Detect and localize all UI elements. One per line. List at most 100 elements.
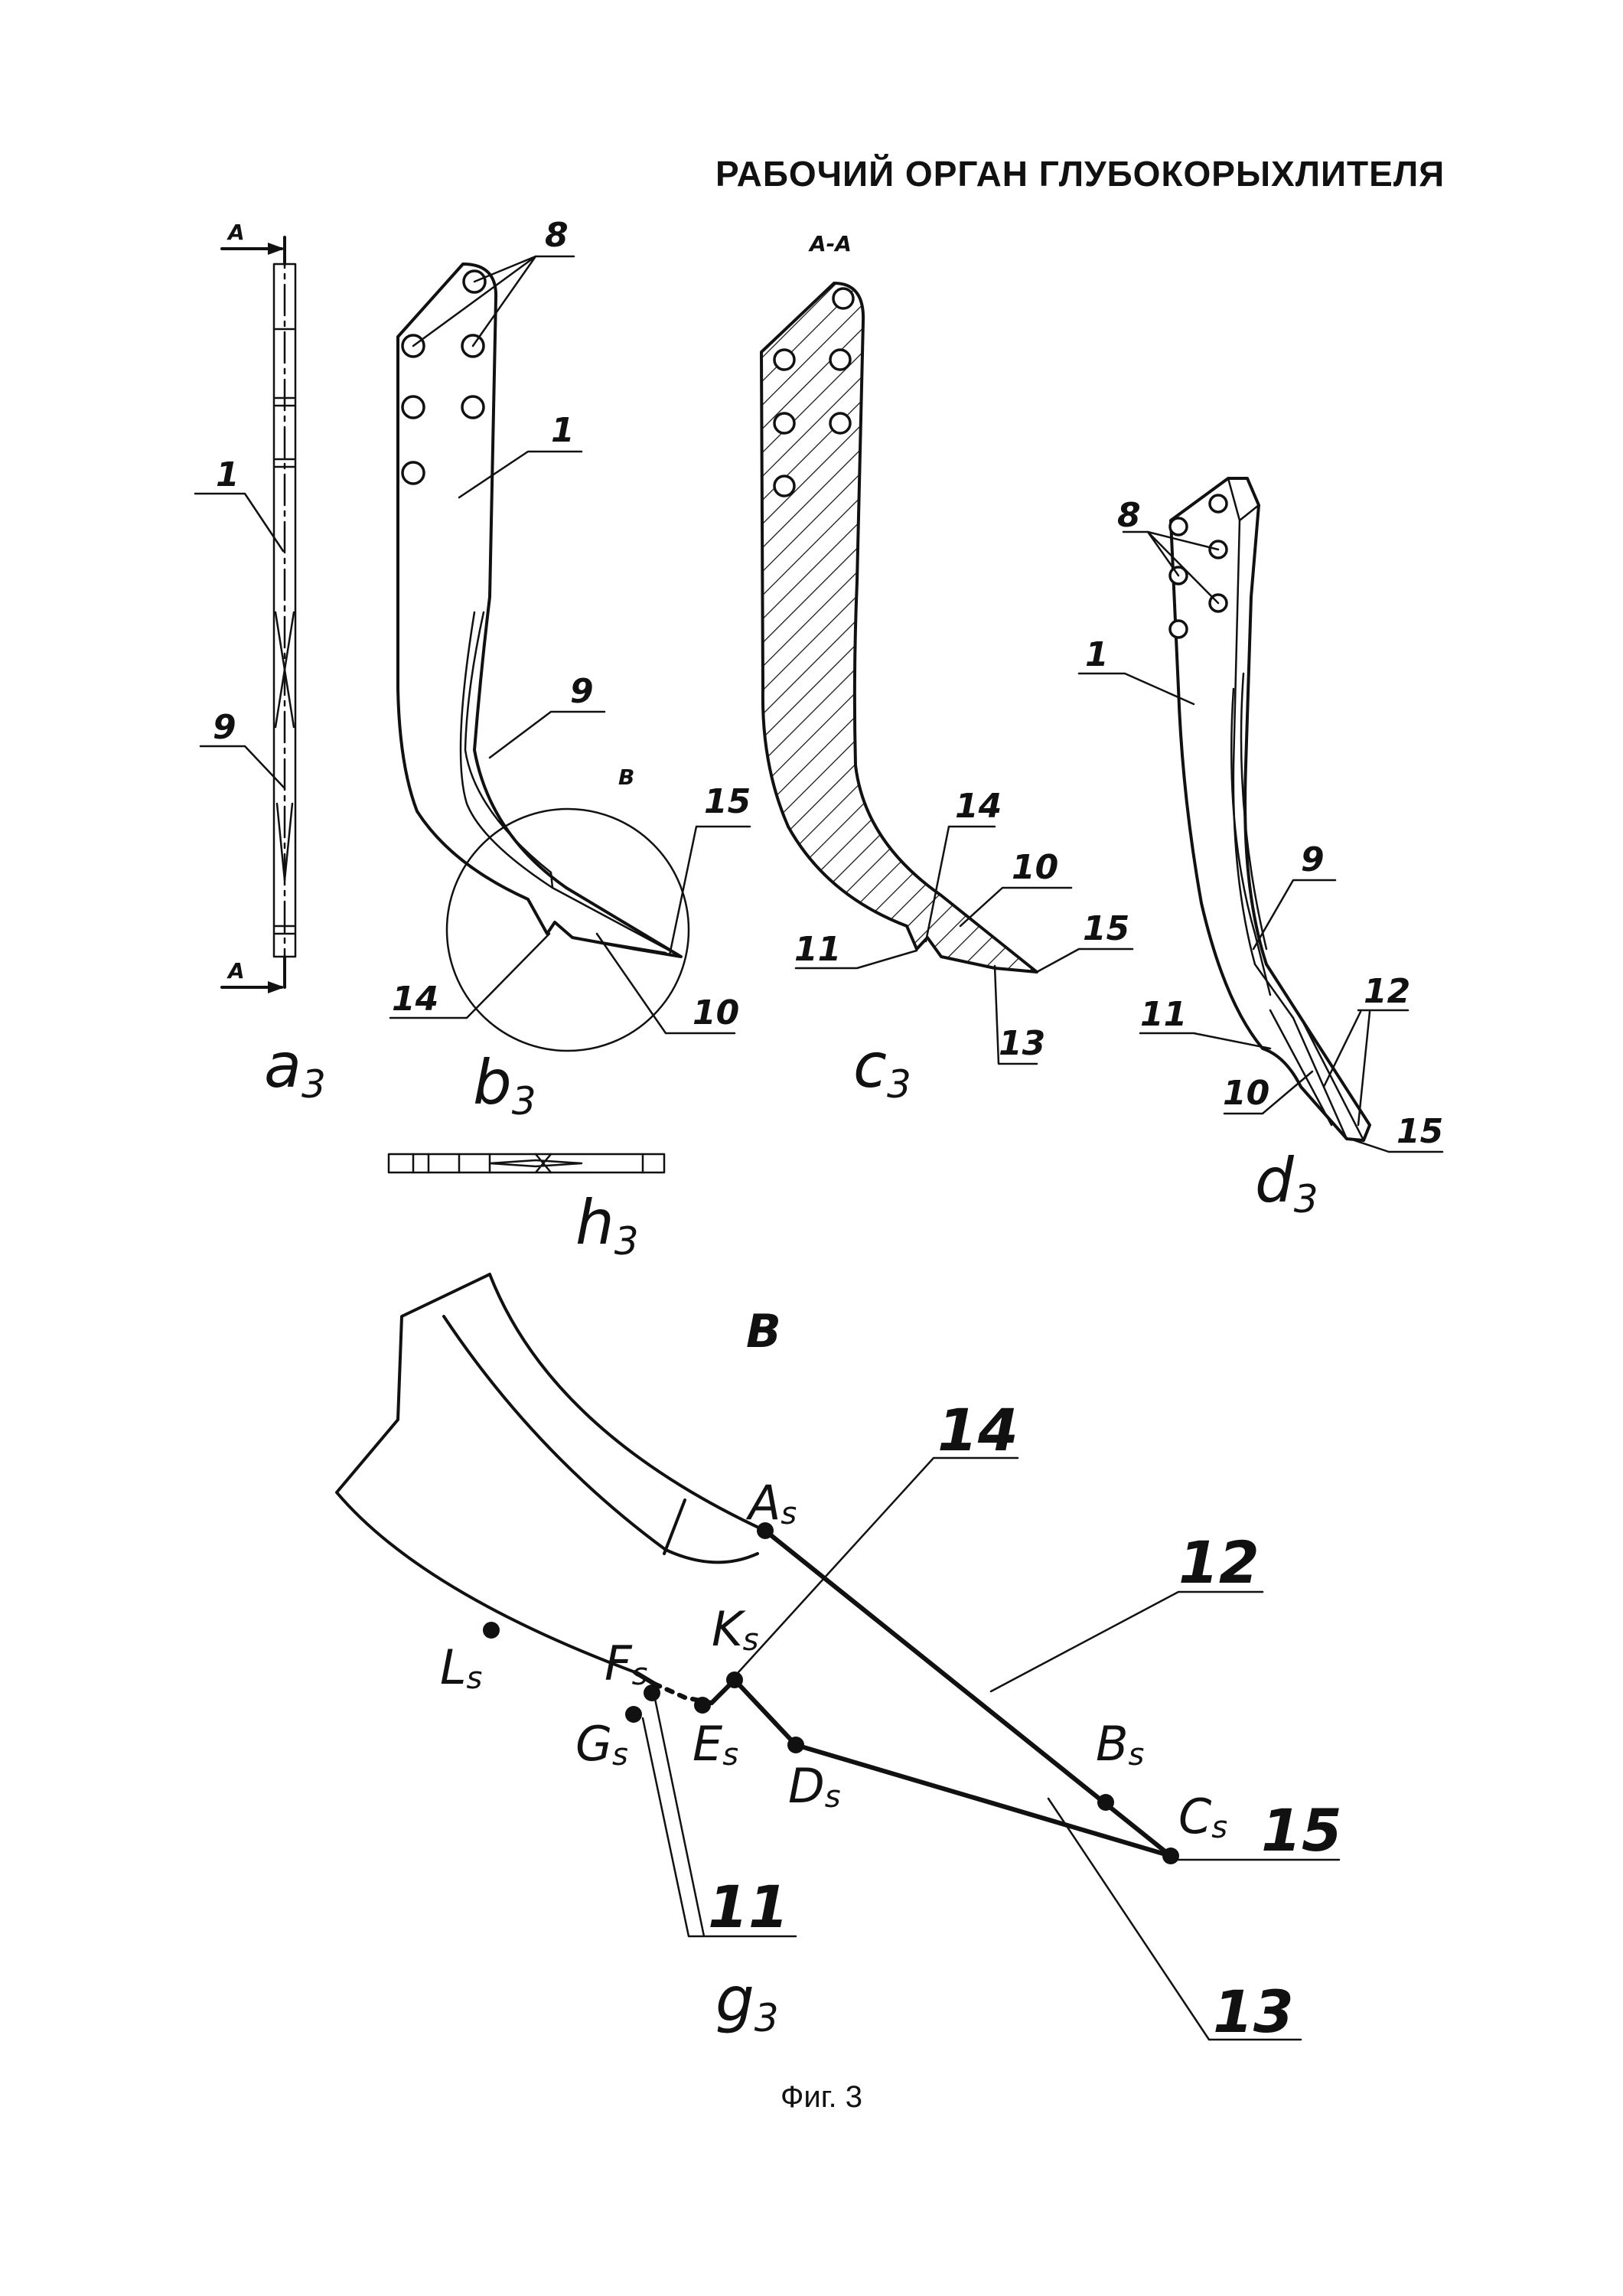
- callout-c-11: 11: [794, 930, 841, 969]
- view-d3: 8 1 9 12 11 10 15 d3: [1077, 477, 1444, 1221]
- detail-outer-curve: [488, 1273, 767, 1532]
- callout-c-15: 15: [1083, 909, 1129, 948]
- label-point-l: Ls: [440, 1639, 482, 1696]
- callout-b-1: 1: [551, 411, 575, 450]
- point-e: [694, 1697, 711, 1714]
- top-view-blade: [488, 1153, 583, 1174]
- hole: [773, 348, 796, 371]
- label-point-d: Ds: [788, 1758, 841, 1815]
- leader-1: [194, 492, 285, 553]
- view-a3: A A 1 9 a3: [194, 220, 326, 1107]
- point-k: [726, 1671, 743, 1688]
- callout-b-10: 10: [693, 993, 739, 1032]
- hole: [832, 287, 855, 310]
- label-point-e: Es: [693, 1716, 738, 1773]
- hole-marks: [274, 328, 295, 935]
- leader-14: [389, 932, 551, 1019]
- callout-d-11: 11: [1140, 995, 1187, 1034]
- callout-d-15: 15: [1396, 1112, 1443, 1151]
- shank-outline: [396, 263, 683, 958]
- shank-outline: [1169, 477, 1371, 1142]
- hole: [773, 475, 796, 497]
- view-label-a: a3: [264, 1030, 326, 1107]
- detail-outline-left: [335, 1273, 637, 1674]
- detail-circle-b: [445, 807, 690, 1052]
- leader-12: [1322, 1009, 1410, 1127]
- view-c3: A-A 14 10 11 15 13 c3: [760, 231, 1134, 1107]
- arrowhead-top: [268, 243, 285, 255]
- callout-b-14: 14: [392, 980, 438, 1019]
- section-mark-a-top: A: [227, 220, 245, 245]
- hole: [1168, 619, 1188, 639]
- callout-g-15: 15: [1261, 1796, 1342, 1864]
- label-point-c: Cs: [1178, 1789, 1227, 1845]
- leader-10: [1223, 1070, 1314, 1115]
- chisel-bevel: [551, 886, 683, 958]
- leader-1: [458, 450, 583, 499]
- detail-b-g3: B As Bs Cs Ds Es Fs Gs Ks Ls 14 12: [335, 1273, 1342, 2046]
- callout-a-9: 9: [213, 708, 236, 747]
- detail-inner-curve: [442, 1315, 759, 1564]
- hole: [401, 395, 425, 419]
- view-label-g: g3: [715, 1964, 779, 2040]
- edge-L-G: [633, 1670, 657, 1686]
- view-label-c: c3: [853, 1030, 911, 1107]
- edge-E-K-D-C: [709, 1678, 1173, 1858]
- shank-edges: [1227, 477, 1295, 1019]
- point-b: [1097, 1794, 1114, 1811]
- leader-1: [1077, 672, 1195, 706]
- label-point-k: Ks: [712, 1601, 759, 1658]
- blade-strip-9: [1230, 672, 1272, 996]
- shank-top-outline: [387, 1153, 666, 1174]
- callout-d-1: 1: [1085, 635, 1109, 674]
- view-h3: h3: [387, 1153, 666, 1264]
- detail-label-b: B: [746, 1305, 781, 1358]
- blade-bevel-lines: [274, 611, 295, 882]
- callout-c-14: 14: [955, 787, 1002, 826]
- hole: [829, 412, 852, 435]
- callout-c-13: 13: [999, 1024, 1045, 1063]
- point-d: [787, 1737, 804, 1753]
- leader-10: [595, 932, 736, 1035]
- callout-d-8: 8: [1117, 496, 1141, 535]
- arrowhead-bottom: [268, 981, 285, 993]
- label-point-b: Bs: [1096, 1716, 1144, 1773]
- section-shape: [760, 282, 1038, 974]
- callout-b-8: 8: [545, 216, 569, 255]
- leader-9: [488, 710, 606, 759]
- leader-11: [641, 1694, 797, 1938]
- detail-mark-b: B: [618, 765, 634, 790]
- leader-8: [1122, 530, 1220, 605]
- leader-13: [1047, 1797, 1302, 2041]
- leader-15: [1353, 1139, 1444, 1153]
- point-a: [757, 1522, 774, 1539]
- callout-d-12: 12: [1364, 972, 1410, 1011]
- callout-d-9: 9: [1301, 840, 1325, 879]
- top-view-marks: [412, 1153, 644, 1174]
- leader-8: [412, 255, 575, 347]
- callout-g-14: 14: [937, 1396, 1018, 1464]
- hole: [1208, 494, 1228, 514]
- hole: [1168, 517, 1188, 536]
- point-l: [483, 1622, 500, 1639]
- label-point-f: Fs: [605, 1636, 648, 1692]
- leader-9: [199, 745, 286, 790]
- hole: [461, 395, 485, 419]
- leader-11: [794, 949, 918, 970]
- view-label-h: h3: [575, 1187, 639, 1264]
- hole: [829, 348, 852, 371]
- point-c: [1162, 1848, 1179, 1864]
- callout-g-13: 13: [1213, 1978, 1294, 2046]
- section-label-a-a: A-A: [808, 231, 852, 256]
- leader-10: [959, 886, 1073, 928]
- callout-b-9: 9: [570, 672, 594, 711]
- blade-boundary: [663, 1499, 686, 1555]
- figure-caption: Фиг. 3: [781, 2080, 862, 2114]
- leader-14: [737, 1456, 1019, 1674]
- callout-g-11: 11: [708, 1873, 789, 1941]
- callout-c-10: 10: [1012, 848, 1058, 887]
- view-label-b: b3: [473, 1047, 536, 1124]
- leader-12: [989, 1590, 1264, 1693]
- view-label-d: d3: [1255, 1145, 1318, 1221]
